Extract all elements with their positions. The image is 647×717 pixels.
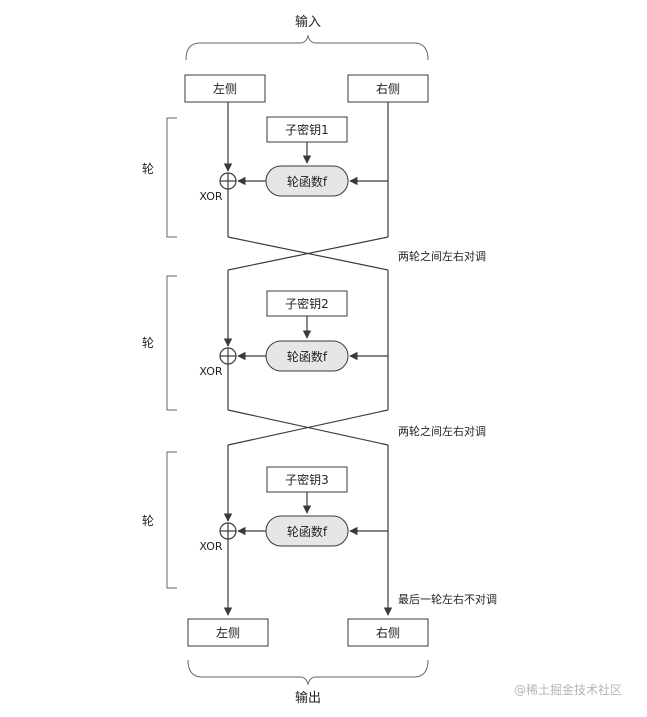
swap-1: 两轮之间左右对调 (227, 236, 486, 271)
round-2-bracket (166, 275, 177, 411)
round-2-xor-label: XOR (199, 365, 222, 378)
round-2: 轮 子密钥2 轮函数f XOR (142, 270, 389, 411)
bottom-left-label: 左侧 (216, 625, 240, 640)
bottom-right-label: 右侧 (376, 625, 400, 640)
round-2-label: 轮 (142, 336, 154, 350)
round-1-xor-label: XOR (199, 190, 222, 203)
swap-2-right-to-left (227, 409, 389, 446)
round-3-xor-label: XOR (199, 540, 222, 553)
round-3-func: 轮函数f (287, 524, 328, 539)
round-3-note: 最后一轮左右不对调 (398, 592, 497, 606)
round-1: 轮 子密钥1 轮函数f XOR (142, 102, 389, 238)
round-3-subkey: 子密钥3 (285, 472, 329, 487)
swap-2: 两轮之间左右对调 (227, 409, 486, 446)
round-2-subkey-box (266, 290, 348, 317)
swap-1-right-to-left (227, 236, 389, 271)
round-3: 轮 子密钥3 轮函数f XOR 最后一轮左右不对调 (142, 445, 497, 616)
input-label: 输入 (295, 14, 321, 30)
round-3-label: 轮 (142, 514, 154, 528)
bottom-left-box (187, 618, 269, 647)
top-left-label: 左侧 (213, 81, 237, 96)
round-2-subkey: 子密钥2 (285, 296, 329, 311)
bottom-right-box (347, 618, 429, 647)
watermark-text: @稀土掘金技术社区 (514, 682, 622, 697)
top-left-box (184, 74, 266, 103)
swap-1-note: 两轮之间左右对调 (398, 249, 486, 263)
round-1-bracket (166, 117, 177, 238)
round-1-subkey: 子密钥1 (285, 122, 329, 137)
top-right-box (347, 74, 429, 103)
round-1-func: 轮函数f (287, 174, 328, 189)
top-right-label: 右侧 (376, 81, 400, 96)
swap-2-note: 两轮之间左右对调 (398, 424, 486, 438)
round-1-label: 轮 (142, 162, 154, 176)
input-brace (185, 34, 429, 61)
output-label: 输出 (295, 690, 321, 706)
round-3-bracket (166, 451, 177, 589)
output-brace (187, 659, 429, 686)
round-2-func: 轮函数f (287, 349, 328, 364)
